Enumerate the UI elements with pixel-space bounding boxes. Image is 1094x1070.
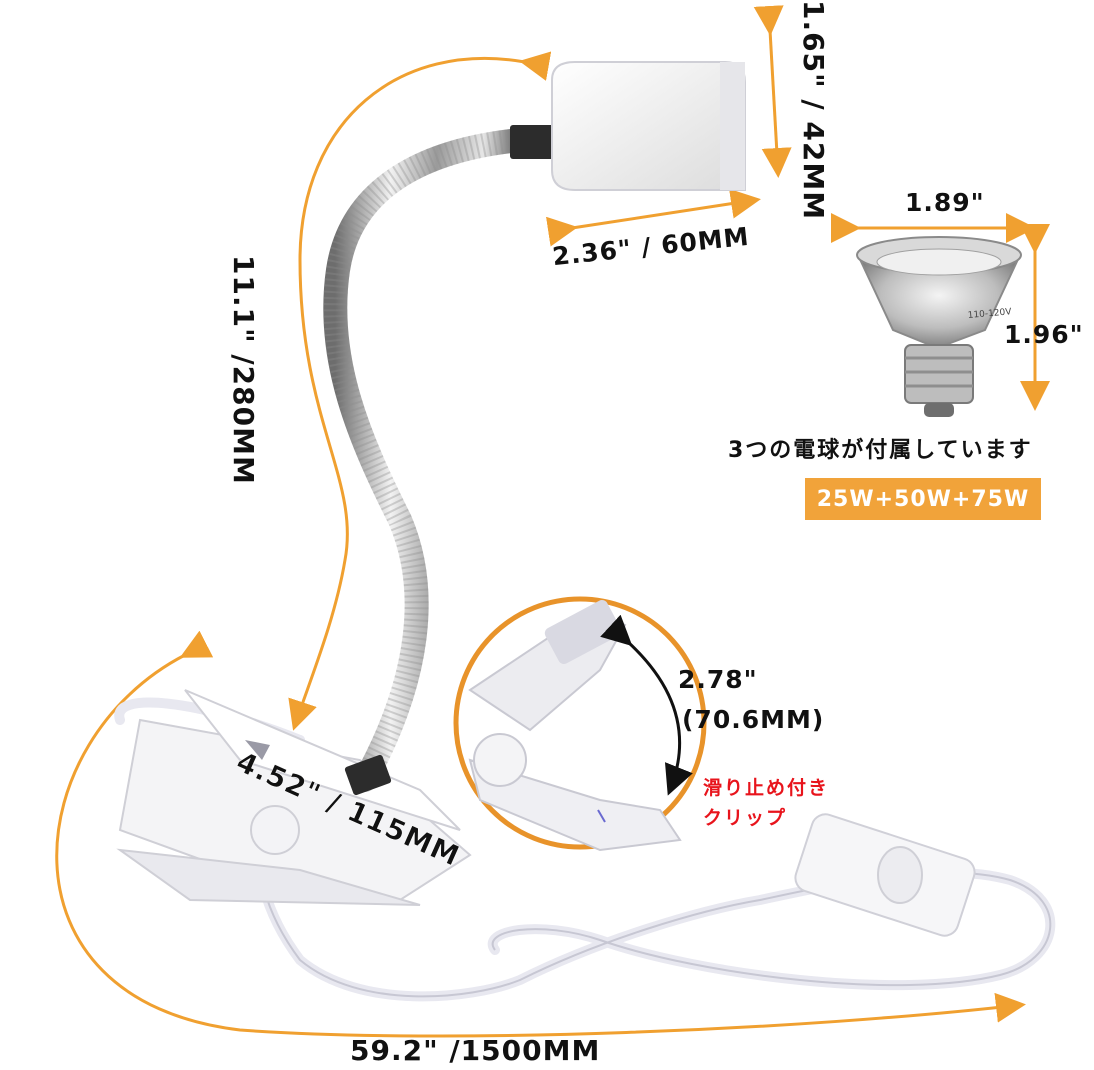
bulbs-included-caption: 3つの電球が付属しています: [728, 438, 1033, 463]
clip-opening-inch-label: 2.78": [678, 665, 758, 694]
inline-switch: [794, 813, 976, 937]
bulb-image: 110-120V: [856, 236, 1022, 417]
cord-length-arrow: [55, 630, 1026, 1038]
anti-slip-note-line1: 滑り止め付き: [703, 777, 830, 799]
socket-height-arrow: [753, 5, 792, 178]
clip-opening-mm-label: (70.6MM): [682, 705, 825, 734]
wattage-badge: 25W+50W+75W: [805, 478, 1041, 520]
socket-width-arrow: [546, 188, 761, 247]
bulb-engraving: 110-120V: [967, 307, 1012, 321]
bulb-width-label: 1.89": [905, 188, 985, 217]
clip-detail-inset: [453, 596, 707, 852]
anti-slip-note-line2: クリップ: [703, 807, 788, 829]
cord-length-label: 59.2" /1500MM: [350, 1034, 601, 1067]
gooseneck-length-label: 11.1" /280MM: [227, 255, 260, 485]
lamp-socket: [551, 61, 746, 191]
socket-height-label: 1.65" / 42MM: [797, 0, 830, 221]
gooseneck: [323, 128, 532, 792]
clip-base: [116, 689, 472, 906]
gooseneck-length-arrow: [288, 51, 552, 731]
bulb-height-label: 1.96": [1004, 320, 1084, 349]
